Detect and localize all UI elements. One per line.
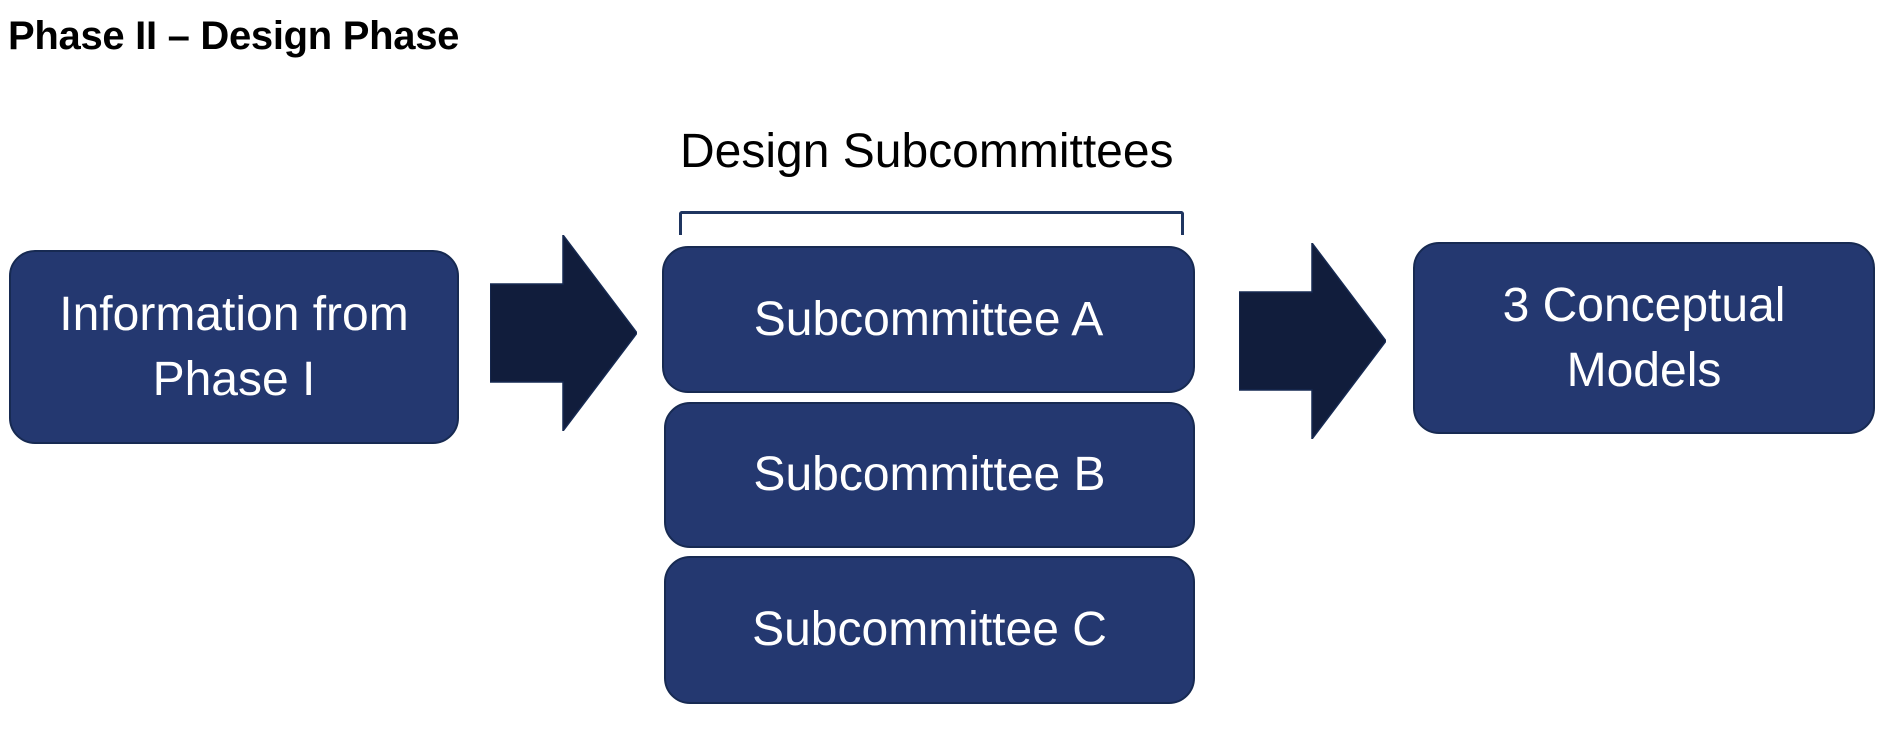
right-arrow-icon [1239,243,1386,439]
output-box-line-1: 3 Conceptual [1502,278,1786,332]
page-title: Phase II – Design Phase [8,14,460,58]
input-box-text: Information from Phase I [59,282,408,413]
output-box: 3 Conceptual Models [1413,242,1875,434]
subcommittee-b-box: Subcommittee B [664,402,1195,548]
subcommittee-b-label: Subcommittee B [753,448,1106,502]
group-title: Design Subcommittees [680,125,1174,178]
input-box-line-2: Phase I [152,353,316,406]
subcommittee-c-box: Subcommittee C [664,556,1195,704]
input-box-line-1: Information from [59,287,409,341]
input-box: Information from Phase I [9,250,459,444]
right-arrow-icon [490,235,637,431]
group-bracket [679,211,1184,235]
subcommittee-a-label: Subcommittee A [753,292,1104,346]
right-arrow-shape [1239,243,1386,439]
subcommittee-c-label: Subcommittee C [752,603,1107,657]
subcommittee-a-box: Subcommittee A [662,246,1195,393]
right-arrow-shape [490,235,637,431]
output-box-text: 3 Conceptual Models [1503,273,1786,404]
output-box-line-2: Models [1566,344,1722,397]
